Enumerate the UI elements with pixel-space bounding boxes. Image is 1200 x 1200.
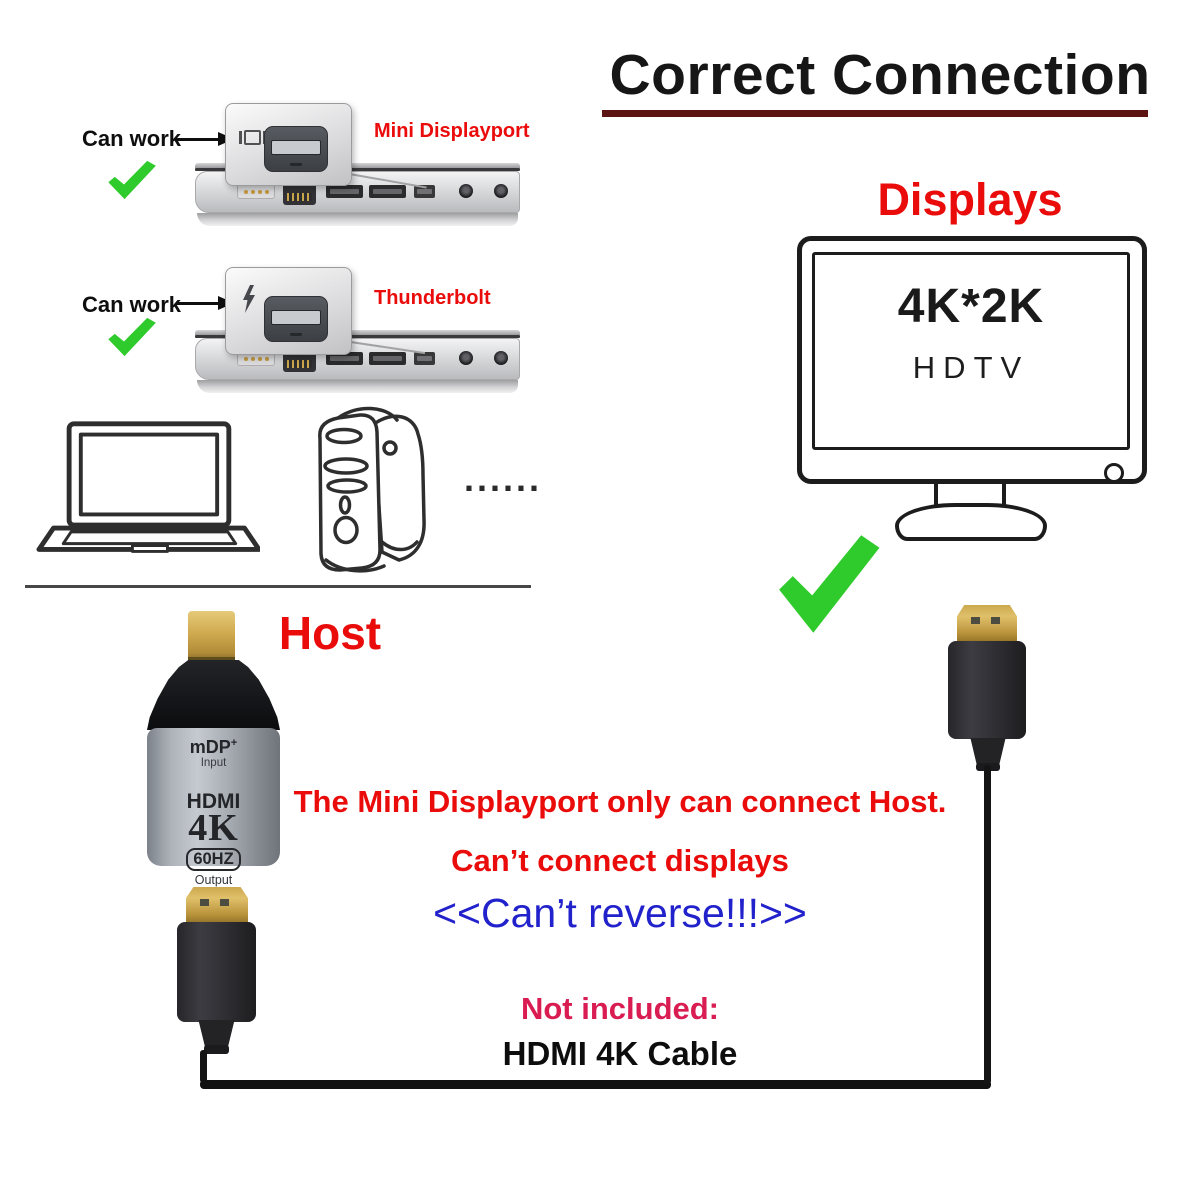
- audio-jack: [459, 184, 473, 198]
- mini-displayport-callout: [225, 103, 352, 186]
- screen-type-text: HDTV: [912, 350, 1030, 385]
- audio-jack: [459, 351, 473, 365]
- thunderbolt-icon: [243, 285, 255, 313]
- adapter-input-port-text: mDP+: [189, 737, 238, 757]
- ellipsis-dots: ......: [464, 458, 543, 499]
- divider-line: [25, 585, 531, 588]
- check-icon: [108, 160, 156, 200]
- laptop-side-photo-2: [195, 330, 520, 396]
- port-slot: [271, 140, 321, 155]
- can-work-label-1: Can work: [82, 126, 182, 151]
- hdmi-cable-step: [204, 1045, 229, 1054]
- adapter-input-label: Input: [200, 757, 227, 769]
- hdmi-strain-relief: [970, 738, 1006, 765]
- monitor-line-drawing: 4K*2K HDTV: [797, 236, 1147, 484]
- hdmi-plug-tip: [957, 605, 1017, 643]
- thunderbolt-callout: [225, 267, 352, 355]
- laptop-lid-edge: [195, 163, 520, 168]
- host-label: Host: [278, 607, 382, 659]
- laptop-lid-edge: [195, 330, 520, 335]
- hdmi-plug-tip: [186, 887, 248, 924]
- hdmi-cable: [200, 1050, 207, 1083]
- can-work-label-2: Can work: [82, 292, 182, 317]
- adapter-refresh-row: 60HZ: [186, 848, 241, 871]
- adapter-resolution: 4K: [188, 807, 239, 849]
- note-line-1: The Mini Displayport only can connect Ho…: [293, 784, 947, 819]
- note-line-2: Can’t connect displays: [451, 843, 789, 878]
- mini-displayport-socket: [264, 126, 328, 172]
- note-line-3: <<Can’t reverse!!!>>: [433, 890, 807, 936]
- audio-jack: [494, 184, 508, 198]
- desktop-tower-line-drawing: [318, 406, 426, 573]
- adapter-neck: [147, 660, 280, 730]
- thunderbolt-label: Thunderbolt: [374, 287, 491, 309]
- screen-resolution-text: 4K*2K: [897, 280, 1045, 333]
- laptop-bottom: [197, 380, 518, 393]
- laptop-seam: [195, 168, 520, 171]
- magsafe-port: [237, 184, 275, 199]
- mini-displayport-port: [414, 185, 435, 198]
- arrow-right-icon: [176, 132, 234, 146]
- laptop-seam: [195, 335, 520, 338]
- check-icon: [779, 535, 880, 633]
- adapter-output-label: Output: [194, 873, 233, 887]
- port-notch: [290, 163, 302, 166]
- hdmi-cable: [984, 765, 991, 1084]
- check-icon: [108, 317, 156, 357]
- page-title: Correct Connection: [609, 43, 1151, 107]
- laptop-bottom: [197, 213, 518, 226]
- usb-port: [326, 185, 363, 198]
- usb-port: [326, 352, 363, 365]
- usb-port: [369, 185, 406, 198]
- usb-port: [369, 352, 406, 365]
- refresh-rate-badge: 60HZ: [186, 848, 241, 871]
- plug-contact-band: [188, 657, 235, 662]
- port-notch: [290, 333, 302, 336]
- not-included-label: Not included:: [520, 991, 720, 1026]
- laptop-line-drawing: [36, 421, 260, 553]
- adapter-output-standard: HDMI: [186, 790, 241, 813]
- displays-label: Displays: [877, 174, 1063, 225]
- port-slot: [271, 310, 321, 325]
- arrow-right-icon: [176, 296, 234, 310]
- title-underline: [602, 110, 1148, 117]
- hdmi-plug-body: [948, 641, 1026, 739]
- adapter-body: mDP+ Input HDMI 4K 60HZ Output: [147, 728, 280, 887]
- monitor-stand-base: [895, 503, 1047, 541]
- hdmi-cable: [200, 1080, 991, 1089]
- mini-displayport-label: Mini Displayport: [374, 120, 530, 142]
- cable-name-label: HDMI 4K Cable: [502, 1035, 738, 1072]
- monitor-screen: 4K*2K HDTV: [812, 252, 1130, 450]
- audio-jack: [494, 351, 508, 365]
- adapter-mdp-plug: [188, 611, 235, 662]
- hdmi-plug-body: [177, 922, 256, 1022]
- power-button-icon: [1104, 463, 1124, 483]
- hdmi-strain-relief: [198, 1020, 235, 1047]
- thunderbolt-port: [414, 352, 435, 365]
- mini-displayport-icon: [239, 130, 266, 145]
- thunderbolt-socket: [264, 296, 328, 342]
